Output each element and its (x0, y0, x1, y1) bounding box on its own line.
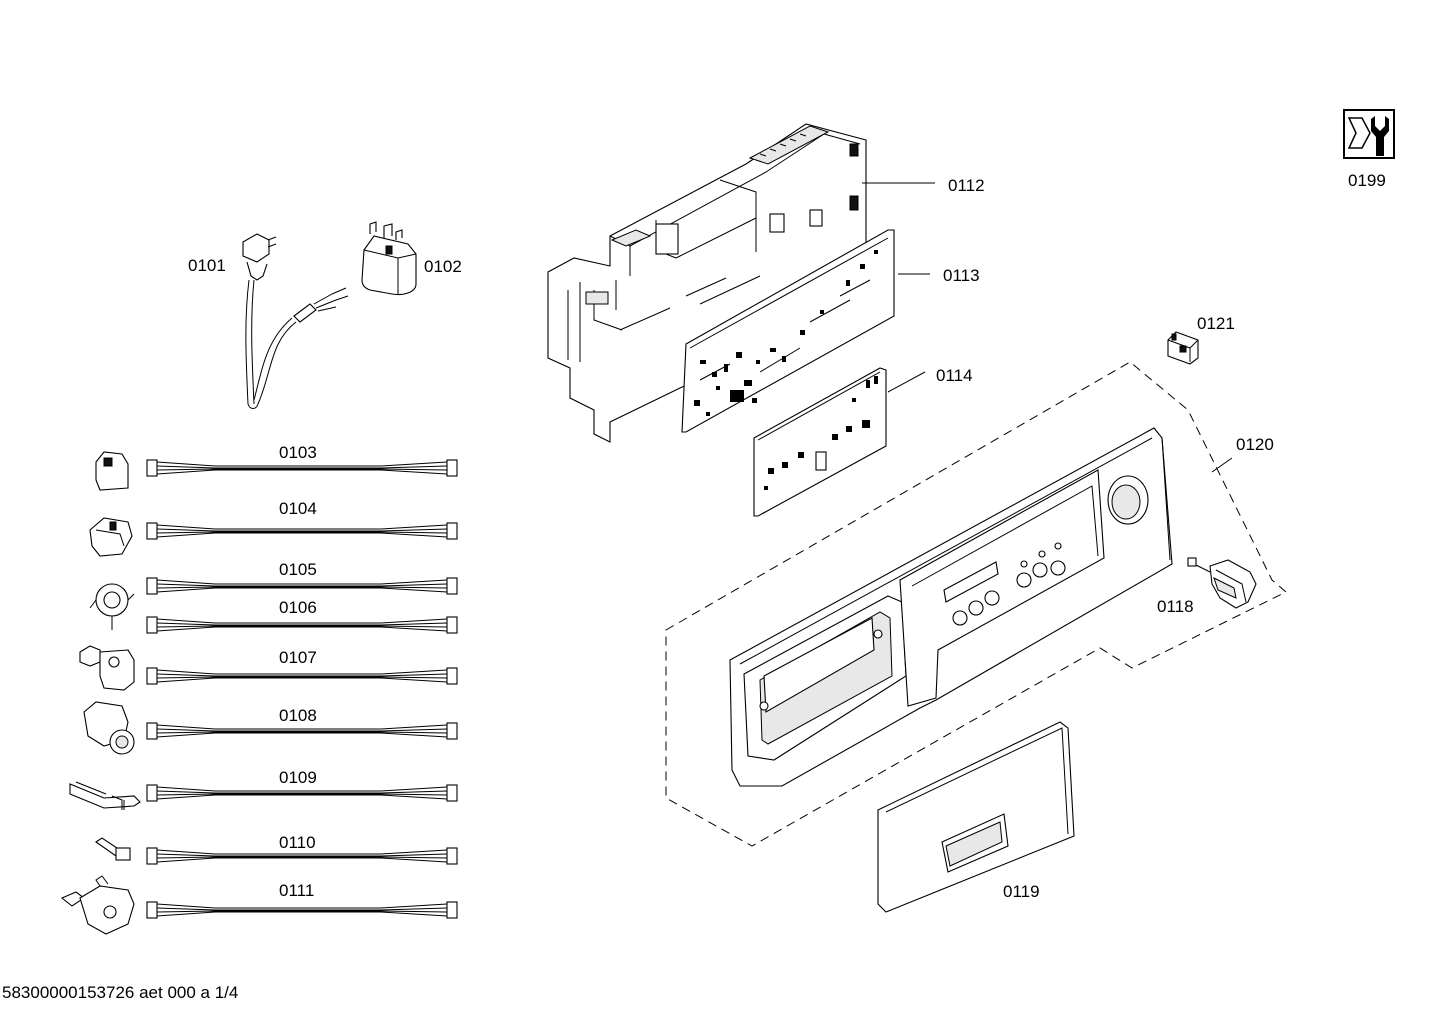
main-circuit-board (681, 229, 895, 433)
label-0108: 0108 (279, 706, 317, 725)
label-0121: 0121 (1197, 314, 1235, 333)
harness-0104 (89, 517, 458, 557)
interference-filter (361, 221, 417, 296)
label-0101: 0101 (188, 256, 226, 275)
label-0114: 0114 (936, 366, 973, 385)
label-0112: 0112 (948, 176, 985, 195)
label-0103: 0103 (279, 443, 317, 462)
label-0106: 0106 (279, 598, 317, 617)
label-0102: 0102 (424, 257, 462, 276)
control-panel (729, 427, 1173, 787)
label-0199: 0199 (1348, 171, 1386, 190)
control-module-housing (547, 123, 867, 443)
wrench-nut-icon (1343, 109, 1395, 159)
harness-0111 (60, 875, 458, 935)
label-0119: 0119 (1003, 882, 1040, 901)
leader-0114 (887, 371, 926, 393)
clip-part (1167, 331, 1199, 365)
panel-assembly-outline (665, 361, 1287, 847)
detergent-drawer-handle (877, 721, 1075, 913)
harness-0109 (69, 781, 458, 810)
label-0118: 0118 (1157, 597, 1194, 616)
document-footer: 58300000153726 aet 000 a 1/4 (2, 983, 238, 1002)
label-0107: 0107 (279, 648, 317, 667)
label-0120: 0120 (1236, 435, 1274, 454)
label-0105: 0105 (279, 560, 317, 579)
selector-knob (1187, 557, 1257, 609)
power-cord (242, 233, 349, 409)
wiring-harness-list: 0103 0104 0105 0106 (60, 443, 458, 935)
harness-0103 (95, 451, 458, 491)
label-0111: 0111 (279, 881, 314, 900)
label-0113: 0113 (943, 266, 980, 285)
label-0109: 0109 (279, 768, 317, 787)
label-0104: 0104 (279, 499, 317, 518)
leader-0120 (1211, 457, 1233, 473)
harness-0107 (79, 645, 458, 691)
harness-0105-0106 (89, 577, 458, 634)
harness-0110 (95, 837, 458, 865)
harness-0108 (83, 701, 458, 755)
label-0110: 0110 (279, 833, 316, 852)
display-circuit-board (753, 367, 887, 517)
